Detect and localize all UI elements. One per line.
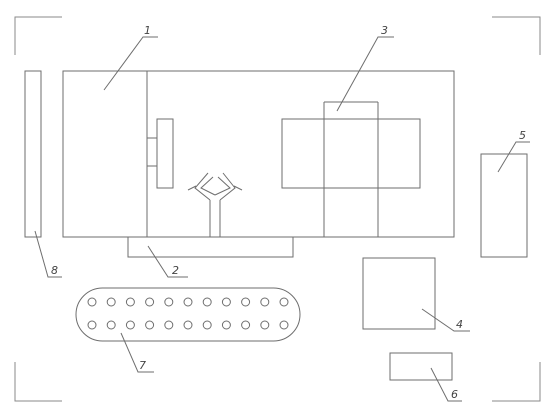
conveyor-hole xyxy=(145,297,155,307)
conveyor-hole xyxy=(202,320,212,330)
conveyor-body xyxy=(75,287,301,342)
conveyor-hole xyxy=(241,297,251,307)
leader-2 xyxy=(147,245,188,278)
callout-labels: 1 2 3 4 5 6 7 8 xyxy=(51,24,526,401)
label-8: 8 xyxy=(51,264,58,277)
corner-bottom-right xyxy=(492,362,541,402)
corner-top-right xyxy=(492,16,541,55)
conveyor-hole xyxy=(241,320,251,330)
component-6-box xyxy=(389,352,453,381)
leader-7 xyxy=(120,332,154,373)
side-panel xyxy=(156,118,174,189)
conveyor-hole xyxy=(202,297,212,307)
leader-4 xyxy=(421,308,470,332)
conveyor-holes xyxy=(87,297,289,330)
label-7: 7 xyxy=(139,359,146,372)
leader-1 xyxy=(103,36,158,91)
nozzle-arm-left-inner xyxy=(200,176,216,196)
nozzle-arm-left-outer xyxy=(194,172,211,201)
component-2-base xyxy=(127,236,294,258)
label-2: 2 xyxy=(172,264,179,277)
conveyor-hole xyxy=(87,297,97,307)
component-7-conveyor xyxy=(75,287,301,342)
conveyor-hole xyxy=(279,320,289,330)
conveyor-hole xyxy=(87,320,97,330)
conveyor-hole xyxy=(183,297,193,307)
frame-corners xyxy=(14,16,541,402)
nozzle-arm-right-outer xyxy=(219,172,236,201)
nozzle-tip-right xyxy=(233,185,243,191)
conveyor-hole xyxy=(221,297,231,307)
conveyor-hole xyxy=(279,297,289,307)
main-unit-outline xyxy=(62,70,455,238)
corner-bottom-left xyxy=(14,362,62,402)
conveyor-hole xyxy=(125,297,135,307)
leader-lines xyxy=(34,36,530,402)
conveyor-hole xyxy=(260,320,270,330)
leader-6 xyxy=(430,367,462,402)
component-8-strip xyxy=(24,70,42,238)
conveyor-hole xyxy=(125,320,135,330)
leader-8 xyxy=(34,230,62,278)
conveyor-hole xyxy=(145,320,155,330)
label-3: 3 xyxy=(381,24,388,37)
label-4: 4 xyxy=(456,318,463,331)
conveyor-hole xyxy=(164,320,174,330)
conveyor-hole xyxy=(260,297,270,307)
conveyor-hole xyxy=(106,297,116,307)
leader-5 xyxy=(497,141,530,173)
nozzle-arm-right-inner xyxy=(214,176,231,196)
leader-3 xyxy=(336,36,394,112)
component-3-cross-unit xyxy=(281,101,421,237)
conveyor-hole xyxy=(106,320,116,330)
component-1-main-unit xyxy=(62,70,455,238)
component-5-box xyxy=(480,153,528,258)
conveyor-hole xyxy=(221,320,231,330)
component-4-box xyxy=(362,257,436,330)
nozzle-tip-left xyxy=(187,185,197,191)
label-5: 5 xyxy=(519,129,526,142)
cross-unit-horizontal xyxy=(281,118,421,189)
corner-top-left xyxy=(14,16,62,55)
conveyor-hole xyxy=(183,320,193,330)
conveyor-hole xyxy=(164,297,174,307)
label-1: 1 xyxy=(144,24,151,37)
label-6: 6 xyxy=(451,388,458,401)
